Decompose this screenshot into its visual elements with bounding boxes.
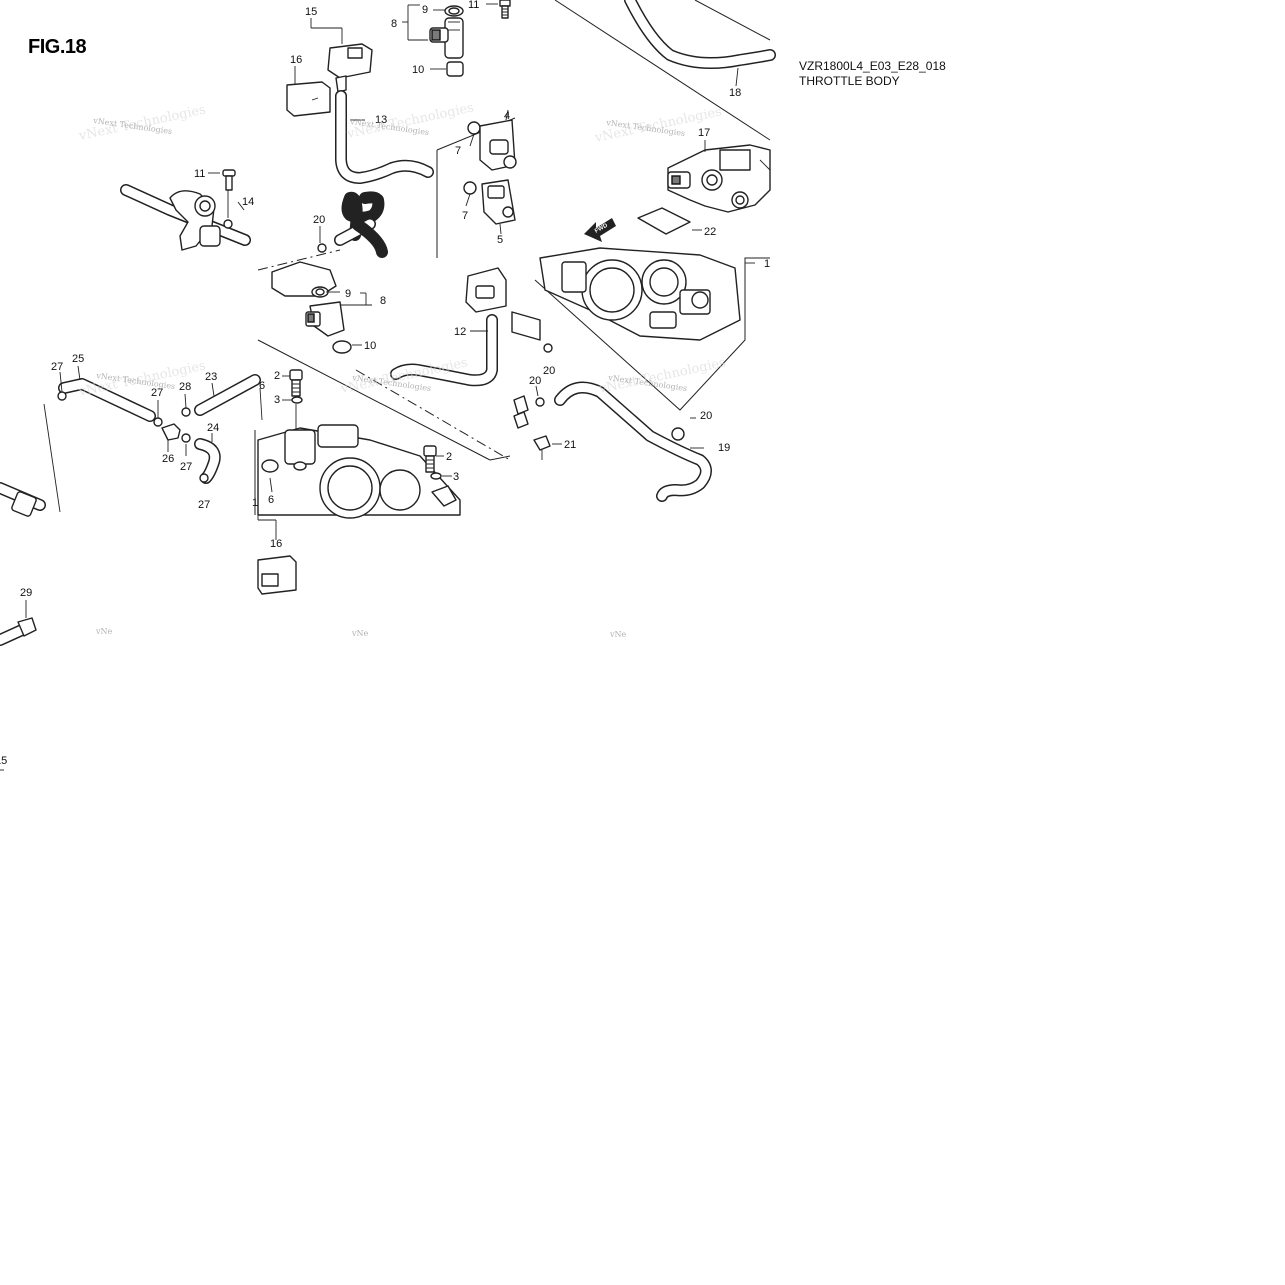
section-title: THROTTLE BODY (799, 74, 900, 88)
hose-19 (513, 343, 712, 502)
callout: 2 (446, 451, 452, 463)
delivery-pipe-lower-left (0, 482, 46, 771)
injector-assembly-middle (271, 261, 372, 354)
callout: 15 (305, 6, 317, 18)
callout: 22 (704, 226, 716, 238)
callout: 16 (290, 54, 302, 66)
callout: 7 (462, 210, 468, 222)
callout: 28 (179, 381, 191, 393)
callout: 11 (468, 0, 479, 11)
model-code: VZR1800L4_E03_E28_018 (799, 59, 946, 73)
hose-group-left (43, 365, 261, 513)
callout: 27 (198, 499, 210, 511)
pressure-sensor-top (286, 18, 434, 184)
callout: 27 (51, 361, 63, 373)
hose-18-and-valve-17: FWD (584, 0, 776, 242)
watermark: vNe (609, 630, 627, 639)
callout: 7 (455, 145, 461, 157)
callout: 27 (180, 461, 192, 473)
callout-numbers: 15 16 9 8 10 11 13 4 7 7 5 11 14 20 18 1… (0, 0, 770, 767)
callout: 12 (454, 326, 466, 338)
callout: 20 (313, 214, 325, 226)
callout: 20 (700, 410, 712, 422)
figure-label: FIG.18 (28, 36, 87, 58)
watermark: vNe (351, 629, 369, 638)
callout: 6 (268, 494, 274, 506)
hose-center-20 (317, 191, 388, 258)
callout: 27 (151, 387, 163, 399)
callout: 29 (20, 587, 32, 599)
callout: 8 (380, 295, 386, 307)
callout: 8 (391, 18, 397, 30)
injector-assembly-top (402, 0, 511, 77)
callout: 19 (718, 442, 730, 454)
callout: 21 (564, 439, 576, 451)
callout: 14 (242, 196, 254, 208)
region-frames (254, 0, 771, 515)
callout: 6 (259, 380, 265, 392)
watermark: vNe (95, 627, 113, 636)
throttle-body-lower (257, 369, 461, 595)
callout: 20 (529, 375, 541, 387)
callout: 24 (207, 422, 219, 434)
callout: 1 (764, 258, 770, 270)
delivery-pipe-14 (120, 172, 251, 251)
sensor-group-4-5-7 (222, 109, 517, 235)
callout: 2 (274, 370, 280, 382)
callout: 18 (729, 87, 741, 99)
callout: 1 (252, 497, 258, 509)
callout: 15 (0, 755, 7, 767)
callout: 4 (504, 110, 510, 122)
callout: 3 (453, 471, 459, 483)
callout: 3 (274, 394, 280, 406)
callout: 13 (375, 114, 387, 126)
callout: 9 (345, 288, 351, 300)
throttle-body-upper (511, 247, 755, 341)
callout: 25 (72, 353, 84, 365)
callout: 10 (412, 64, 424, 76)
callout: 20 (543, 365, 555, 377)
callout: 17 (698, 127, 710, 139)
figure-header: VZR1800L4_E03_E28_018 THROTTLE BODY (799, 59, 946, 89)
callout: 11 (194, 168, 205, 180)
callout: 26 (162, 453, 174, 465)
callout: 23 (205, 371, 217, 383)
callout: 10 (364, 340, 376, 352)
fwd-arrow-icon: FWD (584, 218, 616, 242)
callout: 16 (270, 538, 282, 550)
callout: 5 (497, 234, 503, 246)
hose-12-and-coupler (390, 267, 507, 387)
callout: 9 (422, 4, 428, 16)
watermarks: vNext Technologies vNext Technologies vN… (77, 100, 727, 639)
